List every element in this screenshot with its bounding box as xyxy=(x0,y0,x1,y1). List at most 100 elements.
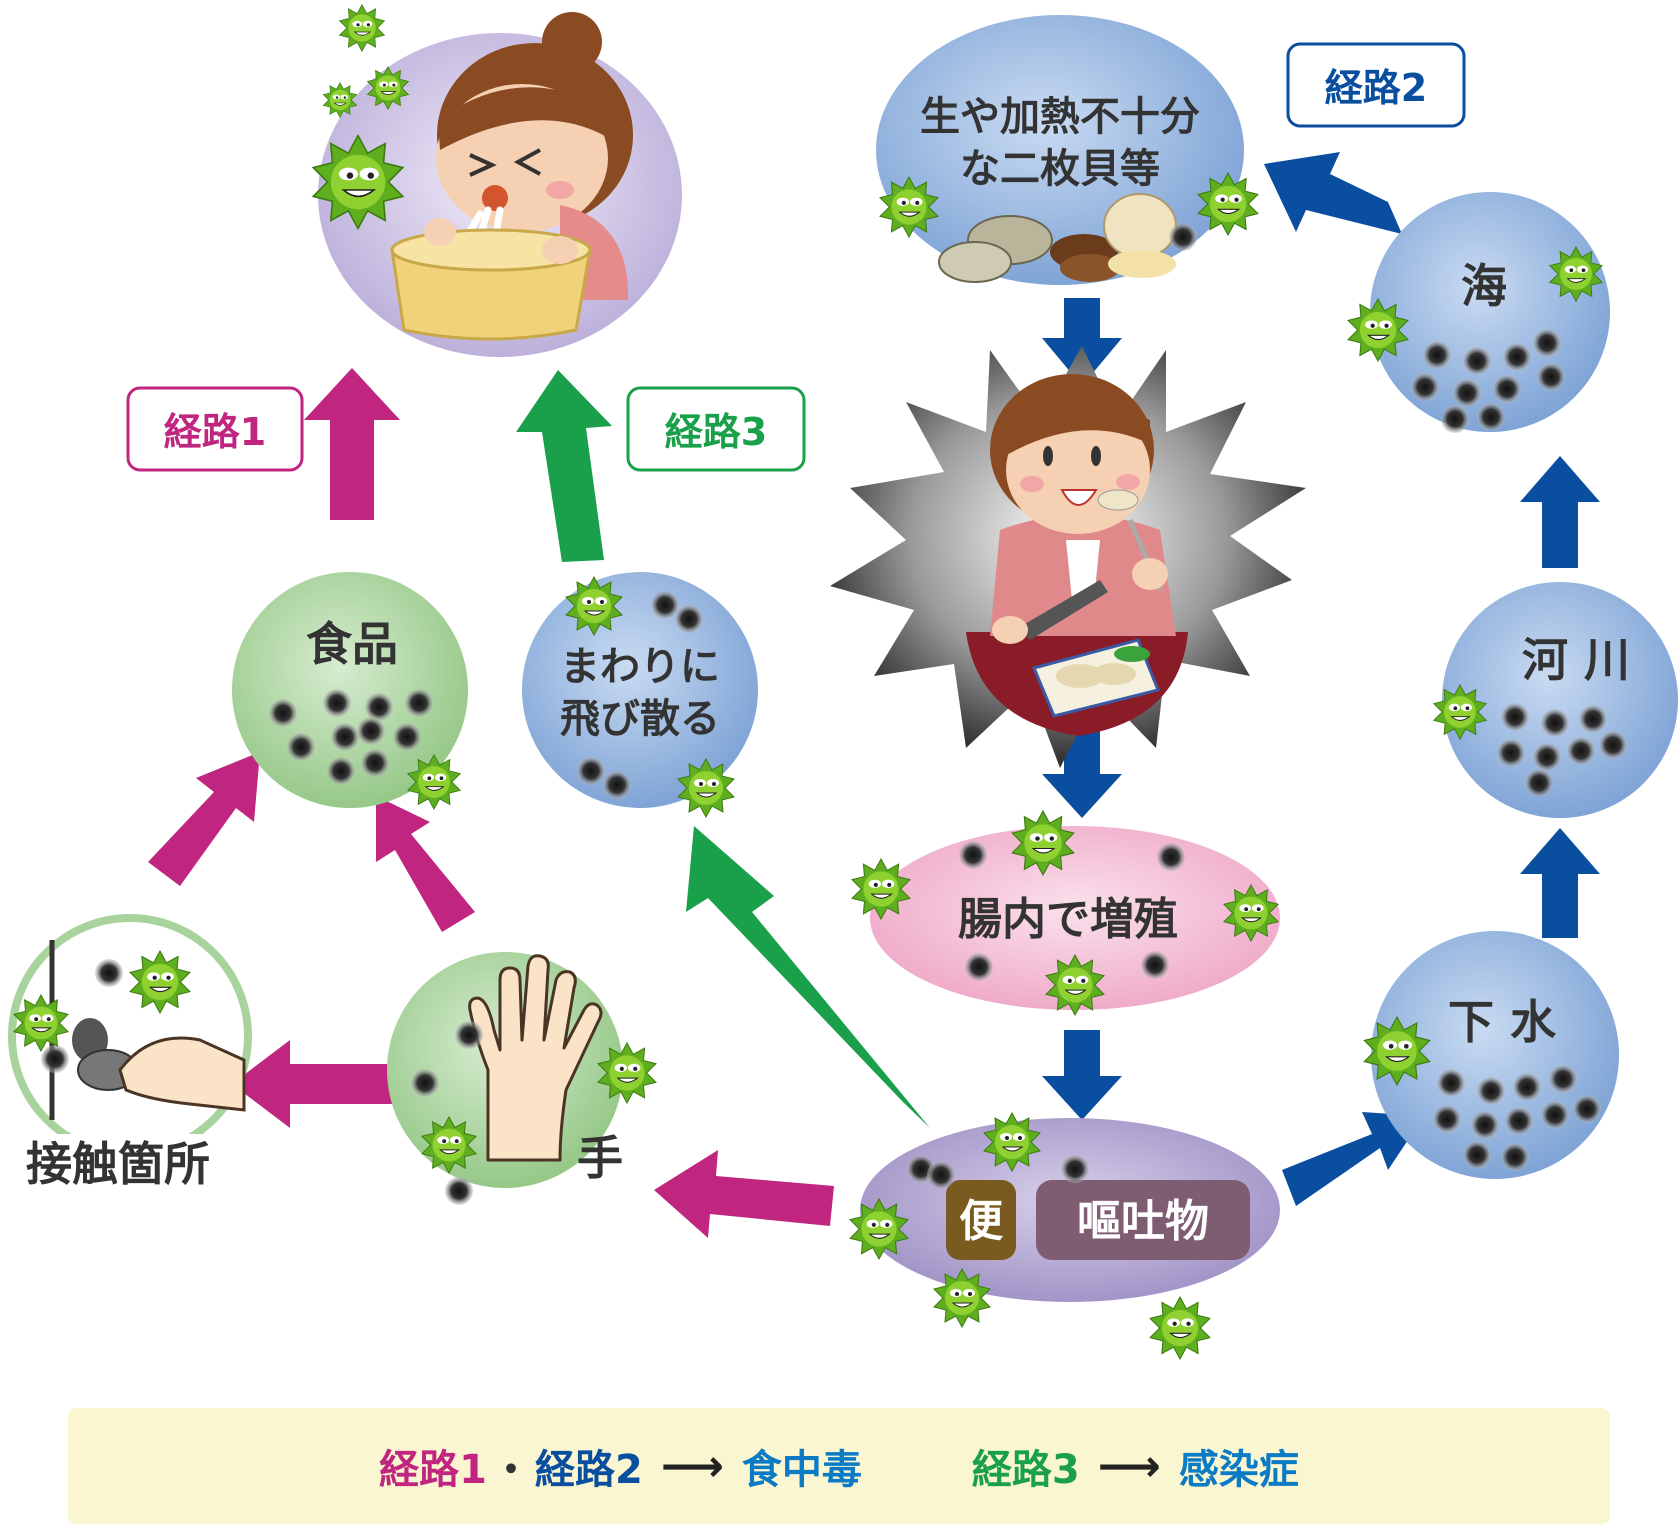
arrow-feces-to-scatter xyxy=(686,826,930,1128)
arrow-scatter-to-patient xyxy=(516,370,612,562)
virus-particle-icon xyxy=(94,958,124,988)
virus-particle-icon xyxy=(1410,372,1440,402)
intestine-node: 腸内で増殖 xyxy=(851,810,1280,1016)
virus-particle-icon xyxy=(1500,702,1530,732)
sewage-node: 下 水 xyxy=(1363,931,1619,1179)
arrow-person-to-intestine xyxy=(1042,730,1122,818)
virus-particle-icon xyxy=(1500,1142,1530,1172)
svg-text:経路3: 経路3 xyxy=(665,410,767,454)
arrow-sea-to-shellfish xyxy=(1264,152,1402,234)
virus-particle-icon xyxy=(356,716,386,746)
route1-arrows xyxy=(148,368,834,1238)
arrow-shellfish-to-person xyxy=(1042,298,1122,386)
arrow-hand-to-food xyxy=(376,796,475,932)
virus-particle-icon xyxy=(674,604,704,634)
svg-text:海: 海 xyxy=(1461,259,1507,313)
germ-icon xyxy=(1149,1296,1211,1360)
virus-particle-icon xyxy=(444,1176,474,1206)
arrow-river-to-sea xyxy=(1520,456,1600,568)
arrow-icon: ⟶ xyxy=(1097,1440,1161,1492)
virus-particle-icon xyxy=(40,1044,70,1074)
svg-text:経路2: 経路2 xyxy=(1325,66,1427,110)
virus-particle-icon xyxy=(926,1160,956,1190)
svg-text:まわりに: まわりに xyxy=(560,644,720,690)
virus-particle-icon xyxy=(410,1068,440,1098)
legend-route3: 経路3 xyxy=(971,1447,1080,1493)
virus-particle-icon xyxy=(1422,340,1452,370)
feces-vomit-node: 便 嘔吐物 xyxy=(849,1112,1280,1360)
virus-particle-icon xyxy=(1436,1068,1466,1098)
virus-particle-icon xyxy=(1572,1094,1602,1124)
virus-particle-icon xyxy=(1140,950,1170,980)
virus-particle-icon xyxy=(1476,1076,1506,1106)
virus-particle-icon xyxy=(1540,708,1570,738)
route1-label: 経路1 xyxy=(126,386,304,472)
shellfish-node: 生や加熱不十分 な二枚貝等 xyxy=(876,15,1259,285)
virus-particle-icon xyxy=(1168,222,1198,252)
virus-particle-icon xyxy=(360,748,390,778)
virus-particle-icon xyxy=(1536,362,1566,392)
svg-text:腸内で増殖: 腸内で増殖 xyxy=(958,894,1178,945)
route2-arrows xyxy=(1042,152,1600,1206)
legend: 経路1 ・ 経路2 ⟶ 食中毒 経路3 ⟶ 感染症 xyxy=(68,1408,1610,1524)
sea-node: 海 xyxy=(1347,192,1610,434)
virus-particle-icon xyxy=(1496,738,1526,768)
virus-particle-icon xyxy=(286,732,316,762)
virus-particle-icon xyxy=(1440,404,1470,434)
virus-particle-icon xyxy=(326,756,356,786)
virus-particle-icon xyxy=(1462,346,1492,376)
virus-particle-icon xyxy=(1540,1100,1570,1130)
legend-result-infection: 感染症 xyxy=(1178,1447,1299,1493)
food-node: 食品 xyxy=(232,572,468,810)
legend-separator: ・ xyxy=(491,1447,531,1493)
contact-node: 接触箇所 xyxy=(0,914,252,1196)
virus-particle-icon xyxy=(1524,768,1554,798)
virus-particle-icon xyxy=(1566,736,1596,766)
arrow-icon: ⟶ xyxy=(660,1440,724,1492)
svg-text:食品: 食品 xyxy=(306,617,398,671)
arrow-feces-to-hand xyxy=(654,1150,834,1238)
virus-particle-icon xyxy=(1462,1140,1492,1170)
virus-particle-icon xyxy=(392,722,422,752)
svg-text:経路1: 経路1 xyxy=(164,410,266,454)
arrow-feces-to-sewage xyxy=(1282,1112,1424,1206)
river-node: 河 川 xyxy=(1433,582,1678,818)
virus-particle-icon xyxy=(964,952,994,982)
virus-particle-icon xyxy=(1470,1110,1500,1140)
virus-particle-icon xyxy=(268,698,298,728)
svg-text:な二枚貝等: な二枚貝等 xyxy=(960,146,1160,192)
svg-text:生や加熱不十分: 生や加熱不十分 xyxy=(920,94,1200,140)
virus-particle-icon xyxy=(1452,378,1482,408)
virus-particle-icon xyxy=(454,1020,484,1050)
virus-particle-icon xyxy=(576,756,606,786)
virus-particle-icon xyxy=(404,688,434,718)
arrow-intestine-to-feces xyxy=(1042,1030,1122,1120)
hand-node: 手 xyxy=(387,952,657,1206)
virus-particle-icon xyxy=(1060,1154,1090,1184)
scatter-node: まわりに 飛び散る xyxy=(522,572,758,818)
arrow-contact-to-food xyxy=(148,752,260,886)
virus-particle-icon xyxy=(1156,842,1186,872)
virus-particle-icon xyxy=(1532,742,1562,772)
legend-result-food-poisoning: 食中毒 xyxy=(741,1447,862,1493)
svg-text:嘔吐物: 嘔吐物 xyxy=(1077,1196,1209,1247)
virus-particle-icon xyxy=(1548,1064,1578,1094)
virus-particle-icon xyxy=(1578,704,1608,734)
legend-route1: 経路1 xyxy=(379,1447,487,1493)
svg-text:下 水: 下 水 xyxy=(1448,995,1557,1049)
svg-text:便: 便 xyxy=(959,1196,1004,1247)
svg-text:接触箇所: 接触箇所 xyxy=(26,1137,210,1191)
arrow-food-to-patient xyxy=(304,368,400,520)
patient-vomiting xyxy=(312,4,682,357)
virus-particle-icon xyxy=(1502,342,1532,372)
virus-particle-icon xyxy=(1598,730,1628,760)
virus-particle-icon xyxy=(1504,1106,1534,1136)
arrow-hand-to-contact xyxy=(232,1040,420,1128)
virus-particle-icon xyxy=(1476,402,1506,432)
virus-particle-icon xyxy=(650,590,680,620)
virus-particle-icon xyxy=(322,688,352,718)
virus-particle-icon xyxy=(1432,1104,1462,1134)
arrow-sewage-to-river xyxy=(1520,828,1600,938)
virus-particle-icon xyxy=(330,722,360,752)
virus-particle-icon xyxy=(1512,1072,1542,1102)
